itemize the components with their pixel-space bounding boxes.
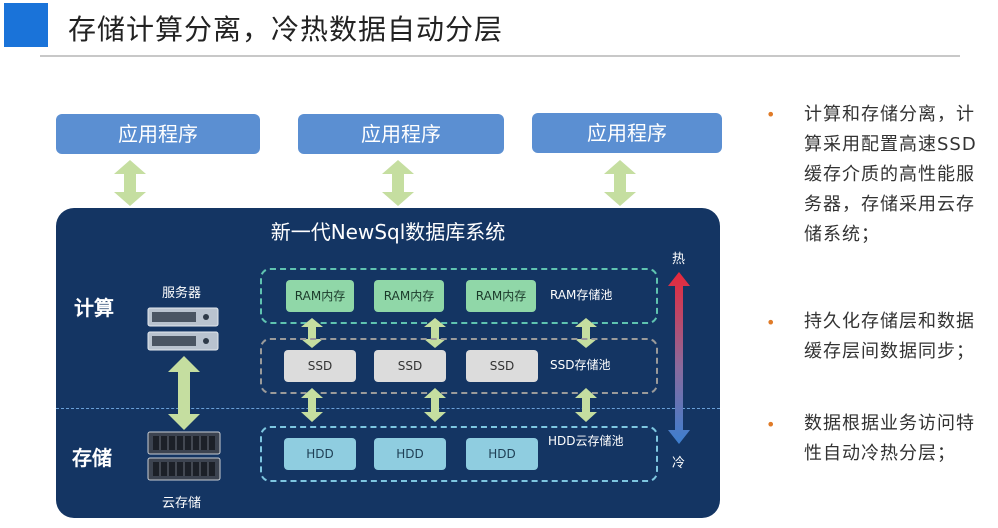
compute-label: 计算: [74, 296, 114, 320]
hdd-pool: [260, 426, 658, 482]
ram-ssd-arrow-1: [301, 318, 323, 348]
ram-chip-3: RAM内存: [466, 280, 536, 312]
ram-chip-1: RAM内存: [286, 280, 354, 312]
bullet-text-1: 计算和存储分离，计 算采用配置高速SSD 缓存介质的高性能服 务器，存储采用云存…: [804, 104, 977, 245]
ram-chip-2: RAM内存: [374, 280, 444, 312]
database-system-panel: 新一代NewSql数据库系统 计算 存储 服务器 云存储 RAM内存 RAM内存…: [56, 208, 720, 518]
page-title: 存储计算分离，冷热数据自动分层: [68, 13, 504, 46]
bullet-text-3: 数据根据业务访问特 性自动冷热分层；: [804, 413, 975, 464]
ssd-pool-label: SSD存储池: [550, 358, 611, 372]
cloud-storage-label: 云存储: [162, 496, 202, 511]
bullet-text-2: 持久化存储层和数据 缓存层间数据同步；: [804, 311, 975, 362]
hdd-chip-1: HDD: [284, 438, 356, 470]
ssd-hdd-arrow-3: [575, 388, 597, 422]
ssd-pool: [260, 338, 658, 394]
ssd-hdd-arrow-1: [301, 388, 323, 422]
ssd-hdd-arrow-2: [424, 388, 446, 422]
ssd-chip-3: SSD: [466, 350, 538, 382]
hdd-pool-label: HDD云存储池: [548, 434, 624, 448]
app-arrow-2: [382, 160, 414, 206]
title-accent-square: [4, 3, 48, 47]
cold-label: 冷: [672, 456, 686, 471]
app-box-1: 应用程序: [56, 114, 260, 154]
bullet-marker-3: •: [766, 415, 776, 434]
compute-storage-divider: [56, 408, 720, 409]
panel-title: 新一代NewSql数据库系统: [270, 220, 506, 244]
hot-cold-arrow: [668, 272, 690, 444]
storage-label: 存储: [72, 446, 112, 470]
app-arrow-3: [604, 160, 636, 206]
ram-ssd-arrow-2: [424, 318, 446, 348]
hot-label: 热: [672, 252, 686, 267]
ssd-chip-1: SSD: [284, 350, 356, 382]
app-box-3: 应用程序: [532, 113, 722, 153]
cloud-storage-icon: [147, 431, 221, 481]
app-box-2: 应用程序: [298, 114, 504, 154]
hdd-chip-3: HDD: [466, 438, 538, 470]
app-arrow-1: [114, 160, 146, 206]
bullet-marker-2: •: [766, 313, 776, 332]
ssd-chip-2: SSD: [374, 350, 446, 382]
server-icon: [147, 307, 219, 351]
ram-pool: [260, 268, 658, 324]
title-divider: [40, 55, 960, 57]
server-label: 服务器: [162, 286, 202, 301]
bullet-marker-1: •: [766, 105, 776, 124]
server-storage-arrow: [168, 356, 200, 430]
ram-ssd-arrow-3: [575, 318, 597, 348]
ram-pool-label: RAM存储池: [550, 288, 613, 302]
hdd-chip-2: HDD: [374, 438, 446, 470]
